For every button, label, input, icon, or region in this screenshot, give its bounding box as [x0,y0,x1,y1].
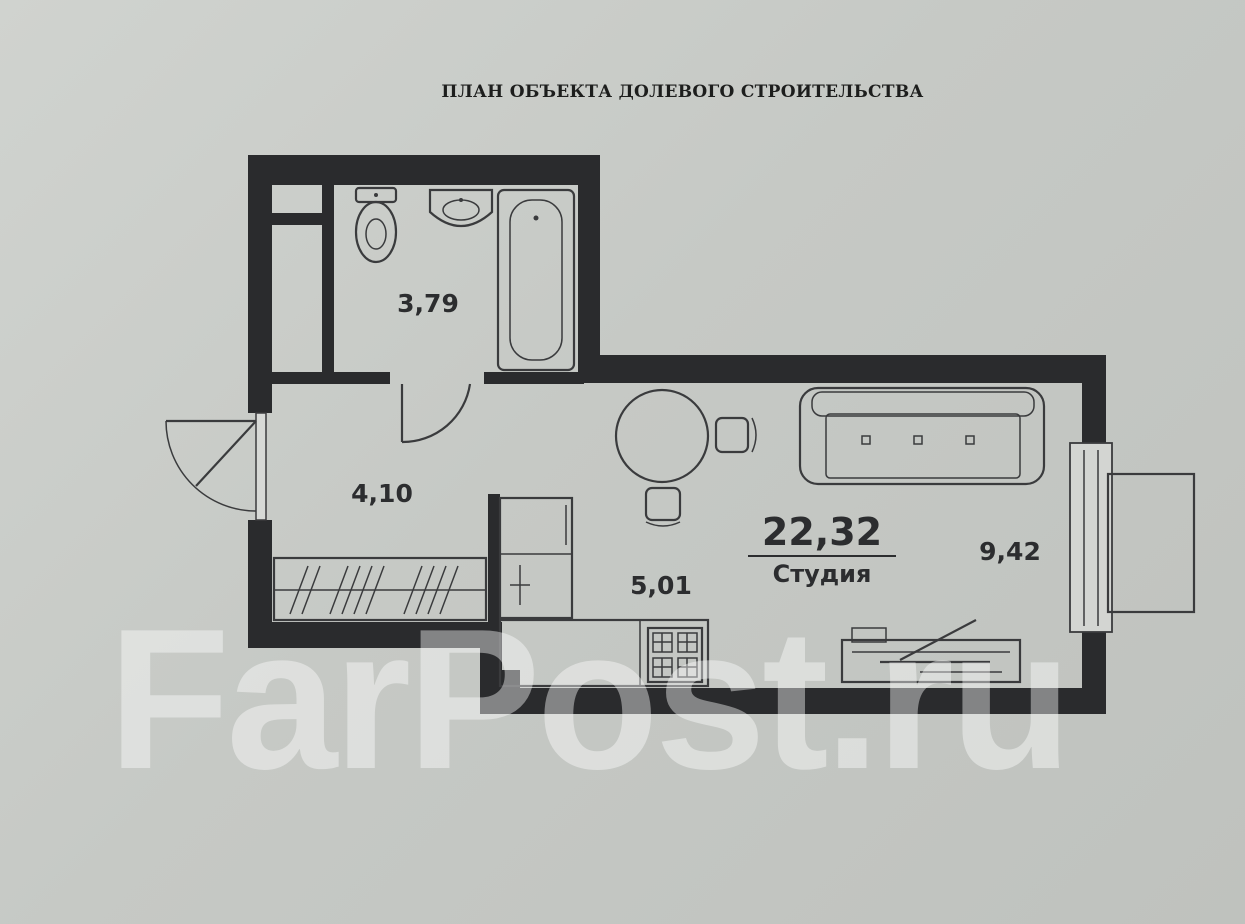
chair-icon [714,416,757,454]
window [1069,442,1113,633]
hallway-area-label: 4,10 [351,479,413,508]
watermark: FarPost.ru [108,588,1072,811]
living-area-label: 9,42 [979,537,1041,566]
dining-table-icon [614,388,710,484]
bathtub-icon [496,188,576,372]
apartment-type-label: Студия [773,560,872,588]
stove-icon [646,626,704,684]
kitchen-counter [498,618,710,688]
entrance-door [165,412,267,521]
fridge-icon [498,496,574,620]
chair-icon [644,486,682,527]
tv-stand-icon [840,619,1022,684]
sofa-icon [798,386,1046,486]
wardrobe [272,556,488,622]
washbasin-icon [428,188,494,227]
balcony [1106,472,1196,614]
bathroom-door [400,383,472,444]
total-area-label: 22,32 [762,510,882,554]
kitchen-area-label: 5,01 [630,571,692,600]
walls [248,155,1106,714]
toilet-icon [354,186,398,264]
document-title: ПЛАН ОБЪЕКТА ДОЛЕВОГО СТРОИТЕЛЬСТВА [441,82,924,102]
bathroom-area-label: 3,79 [397,289,459,318]
